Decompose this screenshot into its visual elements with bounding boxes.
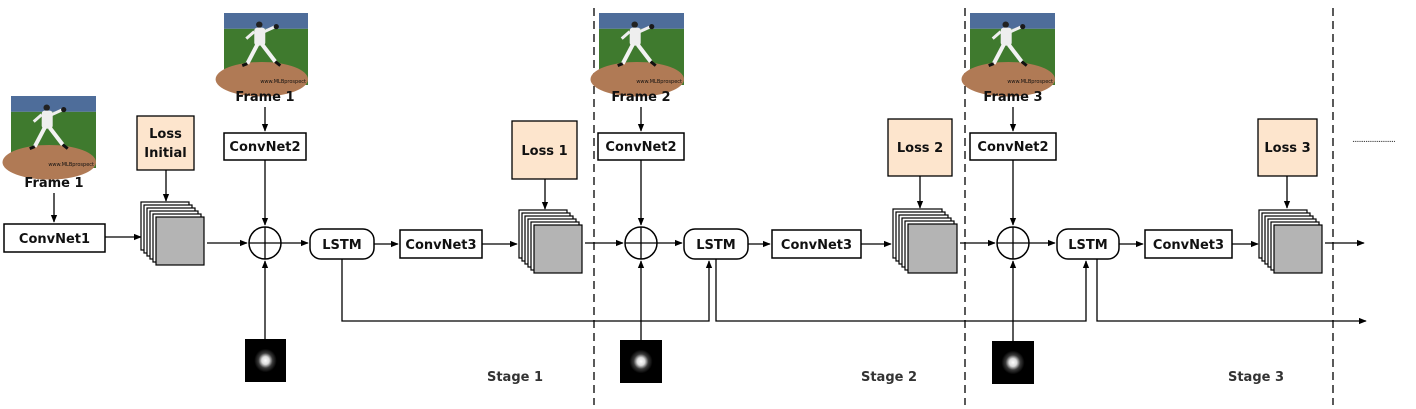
stage-3-label: Stage 3 [1228, 370, 1284, 385]
lstm-label-stage-3: LSTM [1068, 238, 1107, 253]
loss-2-label: Loss 2 [897, 141, 943, 156]
convnet3-box-stage-2 [771, 229, 862, 259]
convnet2-box-stage-1 [223, 132, 307, 161]
feature-maps-stage-1 [518, 209, 583, 274]
convnet3-label-stage-2: ConvNet3 [781, 238, 852, 253]
feature-maps-stage-3 [1258, 209, 1323, 274]
frame-watermark: www.MLBprospect [1007, 79, 1053, 85]
loss-1-box [511, 120, 578, 180]
frame-label-stage-3: Frame 3 [983, 90, 1042, 105]
convnet3-label-stage-3: ConvNet3 [1153, 238, 1224, 253]
loss-initial-box [136, 115, 195, 171]
convnet2-label-stage-1: ConvNet2 [229, 140, 300, 155]
convnet2-label-stage-3: ConvNet2 [977, 140, 1048, 155]
loss-3-box [1257, 118, 1318, 177]
feature-maps-initial [140, 201, 205, 266]
frame-watermark: www.MLBprospect [636, 79, 682, 85]
feature-maps-stage-2 [892, 208, 958, 274]
loss-initial-label-line1: Loss [149, 127, 182, 142]
loss-initial-label-line2: Initial [144, 146, 186, 161]
recurrent-path-3-out [1096, 259, 1367, 325]
gaussian-map-stage-2 [620, 340, 662, 383]
frame-label-stage-2: Frame 2 [611, 90, 670, 105]
loss-1-label: Loss 1 [521, 144, 567, 159]
convnet2-box-stage-3 [969, 132, 1057, 161]
continuation-dots: ....................... [1352, 135, 1395, 145]
sum-node-stage-1 [248, 226, 282, 260]
convnet3-box-stage-3 [1144, 229, 1233, 259]
sum-node-stage-2 [624, 226, 658, 260]
loss-2-box [887, 118, 953, 177]
convnet1-box [3, 223, 106, 253]
sum-node-stage-3 [996, 226, 1030, 260]
frame-watermark: www.MLBprospect [260, 79, 306, 85]
gaussian-map-stage-1 [245, 339, 286, 382]
frame-label-initial: Frame 1 [24, 176, 83, 191]
lstm-label-stage-2: LSTM [696, 238, 735, 253]
stage-2-label: Stage 2 [861, 370, 917, 385]
convnet3-label-stage-1: ConvNet3 [405, 238, 476, 253]
frame-image-initial: www.MLBprospect [2, 96, 96, 180]
frame-watermark: www.MLBprospect [48, 162, 94, 168]
frame-image-stage-1: www.MLBprospect [215, 13, 308, 97]
convnet2-box-stage-2 [597, 132, 685, 161]
frame-label-stage-1: Frame 1 [235, 90, 294, 105]
recurrent-path-2-3 [715, 259, 1090, 322]
convnet1-label: ConvNet1 [19, 232, 90, 247]
stage-1-label: Stage 1 [487, 370, 543, 385]
gaussian-map-stage-3 [992, 341, 1034, 384]
convnet3-box-stage-1 [399, 229, 483, 259]
frame-image-stage-2: www.MLBprospect [590, 13, 684, 97]
recurrent-path-1-2 [341, 259, 713, 322]
lstm-label-stage-1: LSTM [322, 238, 361, 253]
loss-3-label: Loss 3 [1264, 141, 1310, 156]
convnet2-label-stage-2: ConvNet2 [605, 140, 676, 155]
frame-image-stage-3: www.MLBprospect [961, 13, 1055, 97]
stage-separators [593, 8, 1334, 405]
